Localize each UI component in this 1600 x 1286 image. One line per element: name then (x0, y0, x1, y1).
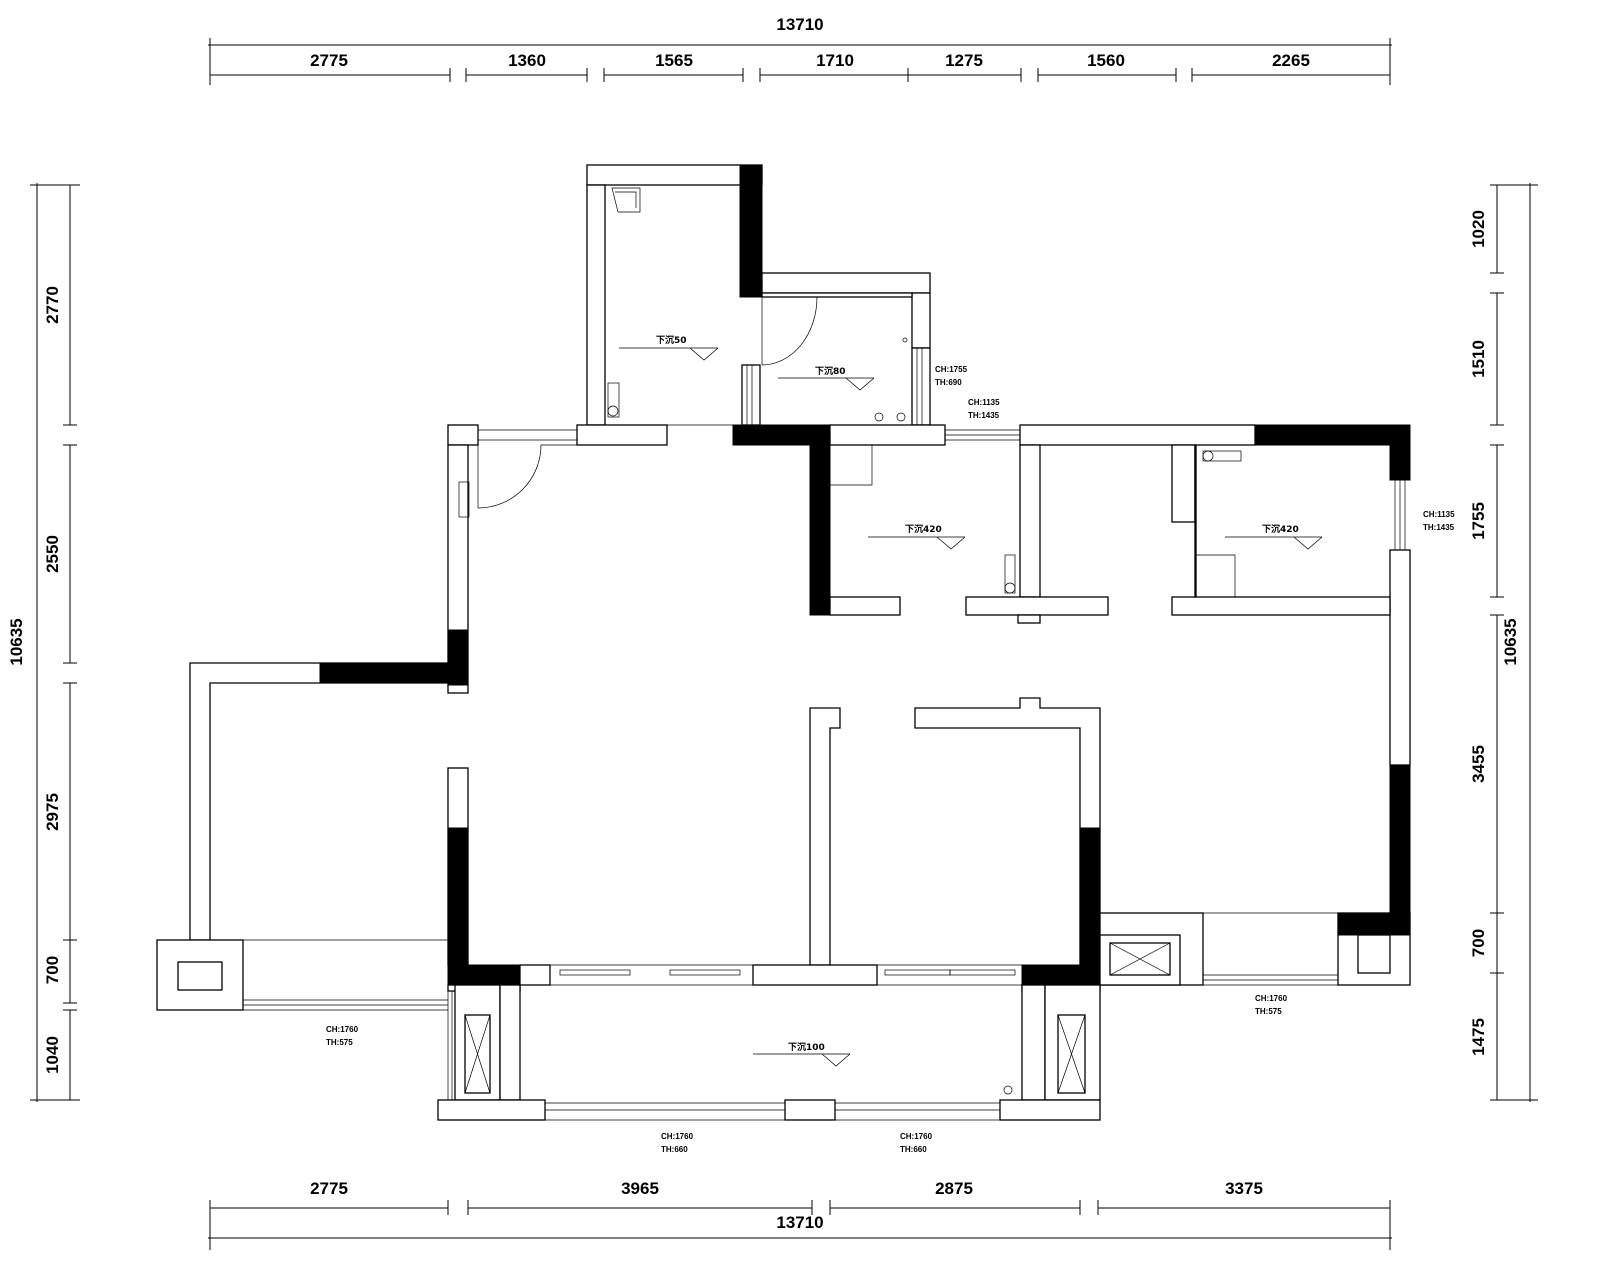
dim-top-0: 2775 (310, 51, 348, 70)
dim-top-3: 1710 (816, 51, 854, 70)
dim-right-2: 1755 (1469, 502, 1488, 540)
window-annotations: CH:1755 TH:690 CH:1135 TH:1435 CH:1135 T… (326, 365, 1455, 1154)
dimension-right: 10635 1020 1510 1755 3455 700 1475 (1469, 183, 1538, 1102)
dim-top-6: 2265 (1272, 51, 1310, 70)
dim-right-4: 700 (1469, 929, 1488, 957)
dim-right-5: 1475 (1469, 1018, 1488, 1056)
dim-left-2: 2975 (43, 793, 62, 831)
dim-left-4: 1040 (43, 1036, 62, 1074)
dim-left-0: 2770 (43, 286, 62, 324)
dim-right-3: 3455 (1469, 745, 1488, 783)
dimension-top: 13710 2775 1360 1565 1710 1275 1560 2265 (208, 15, 1392, 85)
floor-label-bath-4: 下沉420 (1262, 523, 1299, 535)
window-ch: CH:1135 (1423, 510, 1455, 519)
window-ch: CH:1760 (661, 1132, 694, 1141)
dim-bottom-2: 2875 (935, 1179, 973, 1198)
window-th: TH:660 (661, 1145, 688, 1154)
dim-left-total: 10635 (7, 618, 26, 665)
dim-bottom-3: 3375 (1225, 1179, 1263, 1198)
dim-left-1: 2550 (43, 535, 62, 573)
window-th: TH:575 (1255, 1007, 1282, 1016)
window-ch: CH:1760 (326, 1025, 359, 1034)
dimension-left: 10635 2770 2550 2975 700 1040 (7, 183, 80, 1102)
dim-top-2: 1565 (655, 51, 693, 70)
dim-bottom-total: 13710 (776, 1213, 823, 1232)
floor-label-balcony: 下沉100 (788, 1041, 825, 1053)
dim-top-total: 13710 (776, 15, 823, 34)
window-th: TH:660 (900, 1145, 927, 1154)
dim-top-1: 1360 (508, 51, 546, 70)
dim-bottom-0: 2775 (310, 1179, 348, 1198)
dim-right-1: 1510 (1469, 340, 1488, 378)
dim-left-3: 700 (43, 956, 62, 984)
window-th: TH:690 (935, 378, 962, 387)
dim-right-0: 1020 (1469, 210, 1488, 248)
window-ch: CH:1755 (935, 365, 968, 374)
window-th: TH:1435 (1423, 523, 1455, 532)
walls (156, 164, 1411, 1121)
dim-bottom-1: 3965 (621, 1179, 659, 1198)
floor-label-bath-3: 下沉420 (905, 523, 942, 535)
window-ch: CH:1760 (1255, 994, 1288, 1003)
floor-level-labels: 下沉50 下沉80 下沉420 下沉420 下沉100 (619, 334, 1323, 1067)
window-ch: CH:1760 (900, 1132, 933, 1141)
dim-right-total: 10635 (1501, 618, 1520, 665)
floor-label-bathroom-1: 下沉50 (656, 334, 687, 346)
window-th: TH:1435 (968, 411, 1000, 420)
dimension-bottom: 2775 3965 2875 3375 13710 (208, 1179, 1392, 1250)
dim-top-5: 1560 (1087, 51, 1125, 70)
floor-label-bathroom-2: 下沉80 (815, 365, 846, 377)
window-ch: CH:1135 (968, 398, 1000, 407)
dim-top-4: 1275 (945, 51, 983, 70)
window-th: TH:575 (326, 1038, 353, 1047)
